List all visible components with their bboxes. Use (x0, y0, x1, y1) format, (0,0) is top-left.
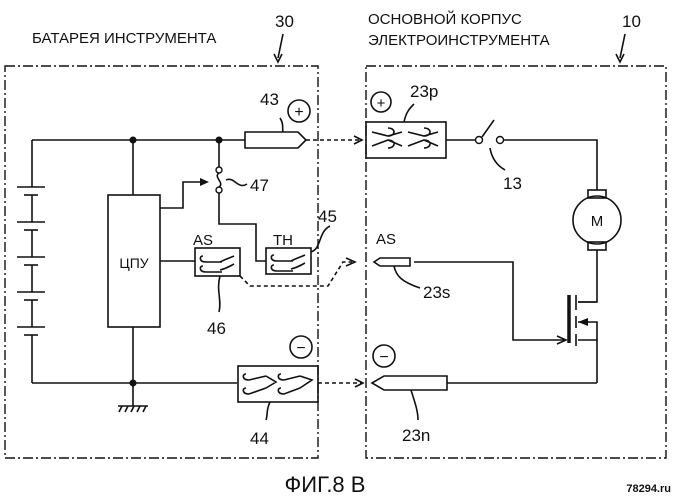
switch-ref: 13 (503, 174, 522, 193)
battery-pack-ref: 30 (275, 12, 294, 31)
terminal-23n-ref-leader (410, 389, 419, 421)
arrow-head (354, 378, 365, 388)
arrow-head (353, 135, 364, 145)
switch-contact (474, 135, 484, 145)
tool-body-ref-arrow (615, 53, 625, 64)
terminal-23s-ref-leader (393, 265, 421, 289)
minus-symbol: − (296, 340, 305, 357)
cpu-label: ЦПУ (119, 255, 148, 271)
switch-contact (495, 135, 505, 145)
negative-terminal-23n (370, 375, 448, 391)
th-label: TH (273, 232, 293, 249)
spring-contact-icon (270, 254, 306, 272)
tool-body-boundary (365, 65, 667, 459)
minus-symbol-tool: − (379, 349, 388, 366)
negative-terminal-44 (237, 365, 319, 403)
battery-pack-ref-leader (277, 33, 284, 59)
terminal-23p-ref-leader (403, 103, 415, 123)
tool-body-title-line1: ОСНОВНОЙ КОРПУС (368, 10, 522, 28)
plus-polarity-icon (370, 91, 392, 113)
arrow-head (345, 257, 357, 267)
battery-pack-ref-arrow (273, 53, 283, 64)
as-connector (194, 247, 241, 277)
th-ref-leader (310, 225, 331, 253)
ground-icon (118, 383, 148, 413)
motor-icon (572, 195, 622, 245)
fuse-ref: 47 (250, 176, 269, 195)
motor-label: M (591, 213, 604, 230)
terminal-43-ref: 43 (260, 90, 279, 109)
cpu-fuse-control-wire (160, 181, 207, 209)
th-connector (265, 247, 312, 275)
mosfet-icon (567, 295, 598, 383)
motor-supply-wire (503, 139, 598, 190)
battery-pack-title: БАТАРЕЯ ИНСТРУМЕНТА (32, 30, 216, 47)
minus-polarity-icon (372, 344, 396, 368)
as-ref: 46 (207, 319, 226, 338)
terminal-43-ref-leader (279, 117, 284, 133)
terminal-as-label: AS (376, 231, 396, 248)
motor-drain-wire (578, 250, 598, 303)
positive-terminal-43 (244, 131, 308, 149)
battery-pack-boundary (4, 65, 319, 459)
spring-contact-icon (199, 255, 235, 273)
signal-terminal-23s (372, 257, 411, 267)
as-ref-leader (217, 275, 221, 313)
terminal-23p-ref: 23p (410, 82, 438, 101)
positive-terminal-23p (365, 121, 447, 159)
tool-body-title-line2: ЭЛЕКТРОИНСТРУМЕНТА (368, 32, 550, 49)
motor-brush (587, 189, 607, 199)
fuse-icon (215, 140, 266, 262)
plus-polarity-icon (287, 99, 311, 123)
terminal-23n-ref: 23n (402, 426, 430, 445)
plus-symbol-tool: + (377, 95, 386, 112)
battery-cells (17, 140, 45, 383)
spring-contact-icon (371, 127, 439, 149)
as-signal-link (239, 261, 352, 287)
figure-caption: ФИГ.8 В (285, 472, 366, 497)
plus-symbol: + (294, 104, 303, 121)
th-ref: 45 (318, 207, 337, 226)
arrow-head (556, 335, 568, 345)
terminal-44-ref-leader (265, 401, 271, 421)
gate-wire (414, 261, 565, 341)
fuse-ref-leader (225, 178, 248, 187)
spring-contact-icon (242, 373, 314, 395)
watermark: 78294.ru (626, 483, 671, 495)
arrow-head (200, 178, 209, 186)
terminal-44-ref: 44 (250, 429, 269, 448)
switch-ref-leader (489, 147, 506, 171)
minus-polarity-icon (289, 335, 313, 359)
tool-body-ref: 10 (622, 12, 641, 31)
as-label: AS (193, 232, 213, 249)
switch-blade (481, 119, 495, 138)
tool-body-ref-leader (619, 33, 626, 59)
terminal-23s-ref: 23s (423, 283, 450, 302)
